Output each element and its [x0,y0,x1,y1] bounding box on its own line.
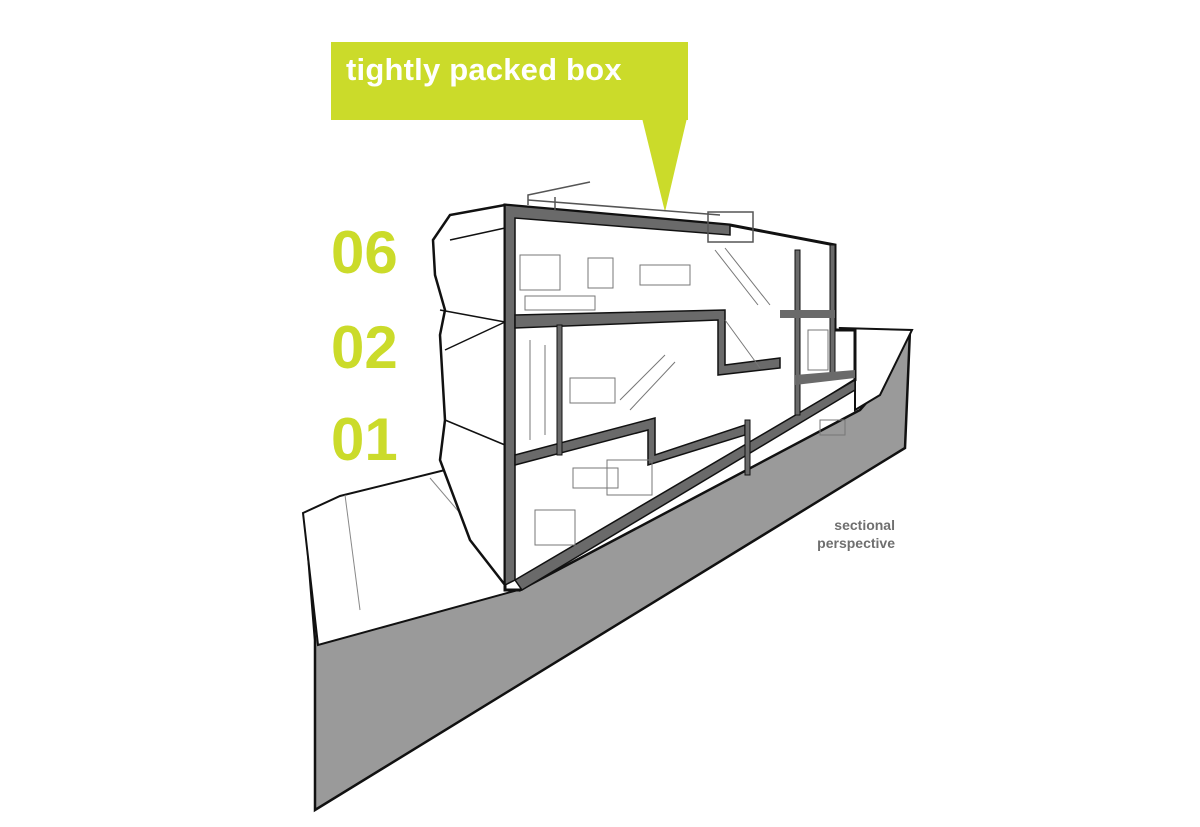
caption: sectional perspective [800,516,895,552]
caption-line-1: sectional [834,517,895,533]
callout-bubble [331,42,688,212]
building-section [431,181,857,592]
floor-label-02: 02 [331,314,398,381]
callout-text: tightly packed box [346,52,622,87]
floor-label-01: 01 [331,406,398,473]
caption-line-2: perspective [817,535,895,552]
floor-label-06: 06 [331,219,398,286]
